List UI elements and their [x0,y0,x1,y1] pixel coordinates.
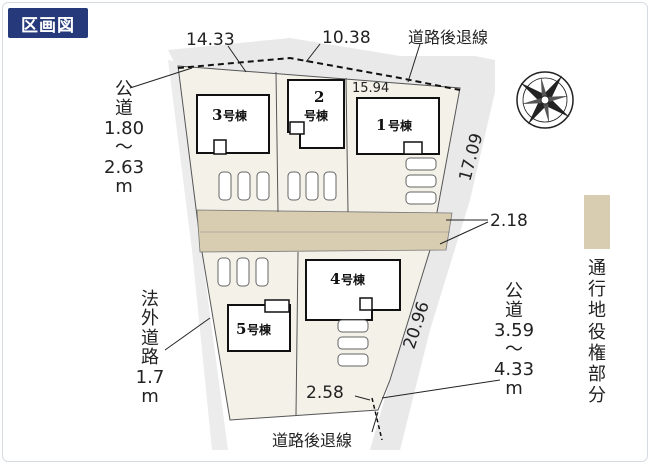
right-road [370,88,495,450]
building-1: 1 号棟 [356,97,440,155]
building-2-num: 2 [314,88,324,106]
building-2: 2 号棟 [287,79,345,149]
outside-road-label: 法 外 道 路 1.7 m [135,289,165,408]
lot-line [345,77,349,213]
setback-label-bottom: 道路後退線 [272,431,352,450]
leader-lines [129,43,501,433]
public-road-left-label: 公 道 1.80 ～ 2.63 m [104,79,145,198]
passage-easement [196,209,453,253]
building-3-num: 3 [212,106,222,124]
building-5-suffix: 号棟 [247,322,272,337]
building-3: 3 号棟 [196,94,270,155]
building-3-suffix: 号棟 [223,108,248,123]
building-2-suffix: 号棟 [304,108,329,123]
building-1-suffix: 号棟 [388,118,413,133]
building-4-num: 4 [330,270,340,288]
diagram-title: 区画図 [8,8,88,38]
parking-cars [217,157,437,367]
building-5-num: 5 [236,320,246,338]
dimension-2-58: 2.58 [306,383,344,403]
building-4: 4 号棟 [305,259,401,321]
left-road [168,60,228,450]
lot-line [275,71,279,213]
setback-label-top: 道路後退線 [408,28,488,47]
building-5: 5 号棟 [227,299,291,352]
building-4-suffix: 号棟 [341,272,366,287]
public-road-right-label: 公 道 3.59 ～ 4.33 m [493,281,535,400]
compass-icon [516,71,574,129]
setback-line-bottom [371,397,383,441]
legend-label: 通 行 地 役 権 部 分 [588,258,606,407]
dimension-14-33: 14.33 [186,30,235,50]
dimension-15-94: 15.94 [352,81,389,96]
setback-line-top [177,56,461,91]
dimension-2-18: 2.18 [490,211,528,231]
dimension-10-38: 10.38 [322,28,371,48]
building-1-num: 1 [376,116,386,134]
lot-line [295,251,299,416]
legend-swatch [584,195,610,249]
